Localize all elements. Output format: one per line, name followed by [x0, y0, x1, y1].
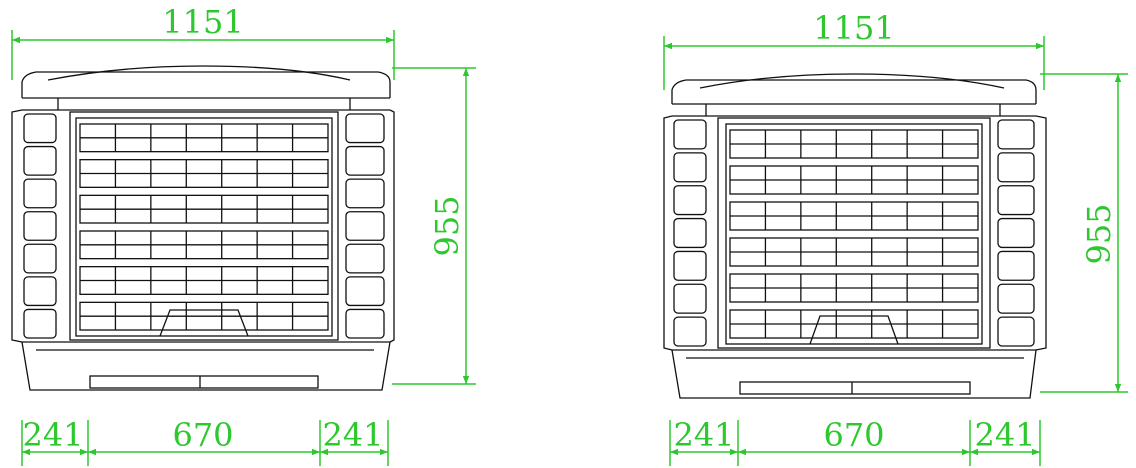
column-segment — [23, 243, 57, 274]
right-column-segments — [345, 113, 385, 339]
width-label: 1151 — [162, 3, 243, 41]
column-segment — [345, 243, 385, 274]
column-segment — [345, 308, 385, 339]
column-segment — [997, 283, 1035, 314]
column-segment — [23, 276, 57, 307]
louver-grid — [729, 129, 979, 339]
segment-label-center: 670 — [823, 416, 884, 454]
column-segment — [997, 185, 1035, 216]
column-segment — [23, 308, 57, 339]
left-column-segments — [23, 113, 57, 339]
column-segment — [23, 211, 57, 241]
view-right: 1151 955 241 670 241 — [663, 9, 1128, 466]
column-segment — [345, 145, 385, 176]
column-segment — [997, 316, 1035, 347]
column-segment — [23, 113, 57, 144]
segment-label-center: 670 — [172, 416, 233, 454]
dimension-height — [1040, 73, 1128, 393]
dimension-segments — [669, 420, 1041, 466]
view-left: 1151 955 241 670 241 — [11, 3, 476, 466]
column-segment — [673, 283, 707, 314]
dimension-width — [663, 36, 1045, 90]
column-segment — [345, 276, 385, 307]
column-segment — [23, 178, 57, 209]
width-label: 1151 — [813, 9, 894, 47]
column-segment — [673, 152, 707, 183]
column-segment — [997, 152, 1035, 183]
column-segment — [673, 217, 707, 249]
dimension-height — [392, 67, 476, 385]
louver-grid — [79, 123, 329, 331]
dimension-segments — [21, 420, 389, 466]
column-segment — [345, 113, 385, 144]
column-segment — [673, 185, 707, 216]
cooler-outline — [11, 65, 395, 391]
column-segment — [997, 119, 1035, 150]
column-segment — [673, 119, 707, 150]
segment-label-right: 241 — [322, 416, 383, 454]
column-segment — [673, 316, 707, 347]
column-segment — [23, 145, 57, 176]
left-column-segments — [673, 119, 707, 347]
height-label: 955 — [428, 195, 466, 256]
segment-label-left: 241 — [22, 416, 83, 454]
column-segment — [997, 217, 1035, 249]
segment-label-left: 241 — [673, 416, 734, 454]
dimension-width — [11, 30, 395, 80]
column-segment — [345, 211, 385, 241]
right-column-segments — [997, 119, 1035, 347]
cooler-outline — [663, 73, 1047, 399]
column-segment — [997, 250, 1035, 281]
height-label: 955 — [1080, 203, 1118, 264]
column-segment — [345, 178, 385, 209]
segment-label-right: 241 — [974, 416, 1035, 454]
column-segment — [673, 250, 707, 281]
